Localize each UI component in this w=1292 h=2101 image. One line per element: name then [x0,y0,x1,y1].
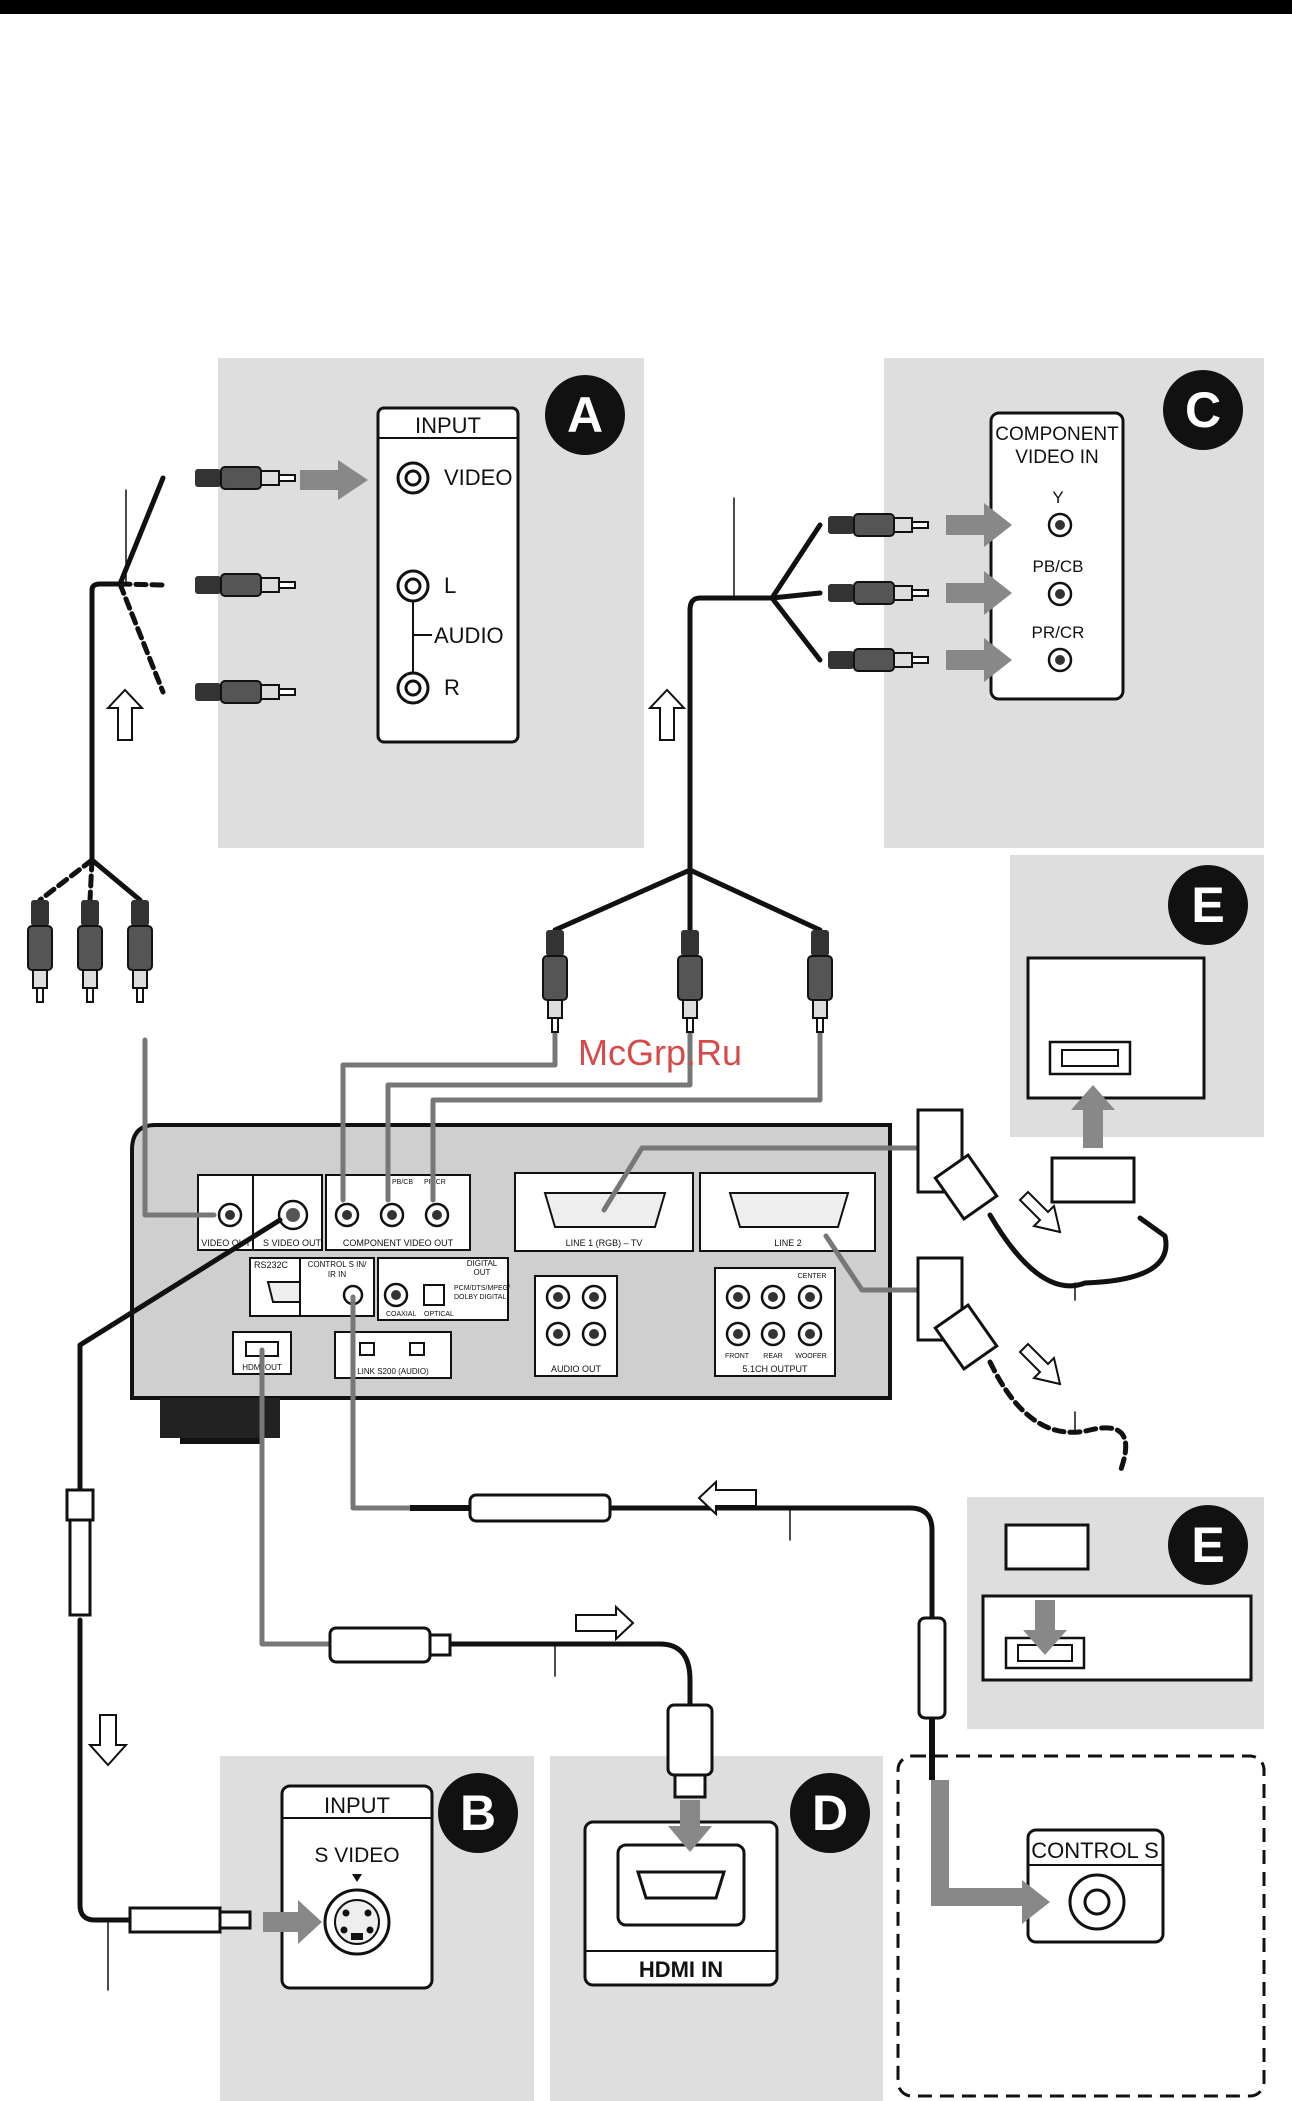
front-label: FRONT [725,1353,750,1360]
badge-b-text: B [460,1785,496,1841]
panel-d: D HDMI IN [550,1756,883,2101]
pcm-label-2: DOLBY DIGITAL [454,1294,506,1301]
center-label: CENTER [798,1273,827,1280]
pr-label: PR/CR [1032,623,1085,642]
panel-control-s: CONTROL S [896,1754,1266,2098]
line2-label: LINE 2 [774,1238,802,1248]
player-rear-panel: VIDEO OUT S VIDEO OUT PB/CB PR/CR COMPON… [130,1123,892,1444]
line2-scart [728,1192,850,1228]
badge-c [1163,370,1243,450]
hdmi-plug-vertical [666,1703,714,1777]
watermark: McGrp.Ru [578,1032,742,1073]
hdmi-in-label: HDMI IN [639,1957,723,1982]
plugs [27,466,1136,1934]
minijack-plug-vertical [917,1616,947,1720]
audio-r-jack [396,671,430,705]
badge-e-bottom-text: E [1191,1517,1224,1573]
pb-label: PB/CB [1032,557,1083,576]
pb-small-label: PB/CB [392,1179,413,1186]
audio-l-jack [396,569,430,603]
video-jack [396,461,430,495]
badge-c-text: C [1185,382,1221,438]
svideo-label: S VIDEO [314,1844,399,1867]
panel-e-top: E [1010,855,1264,1137]
audio-out-label: AUDIO OUT [551,1364,602,1374]
coaxial-label: COAXIAL [386,1311,416,1318]
scart-plug-3 [1050,1156,1136,1204]
badge-d-text: D [812,1785,848,1841]
link-label: LINK S200 (AUDIO) [357,1367,429,1376]
s-video-out-label: S VIDEO OUT [263,1238,322,1248]
panel-a: A INPUT VIDEO L AUDIO R [218,358,644,848]
input-title-b: INPUT [324,1793,390,1818]
badge-a-text: A [567,387,603,443]
component-video-in-title-1: COMPONENT [995,424,1119,445]
component-video-out-label: COMPONENT VIDEO OUT [343,1238,454,1248]
optical-label: OPTICAL [424,1311,454,1318]
y-label: Y [1052,488,1063,507]
panel-c: C COMPONENT VIDEO IN Y PB/CB PR/CR [884,358,1264,848]
digital-out-label-1: DIGITAL [467,1259,498,1268]
control-s-label: CONTROL S [1031,1838,1159,1863]
line1-label: LINE 1 (RGB) – TV [566,1238,643,1248]
pr-jack [1047,647,1073,673]
scart-plug-4 [1004,1523,1090,1571]
badge-e-top-text: E [1191,877,1224,933]
pb-jack [1047,581,1073,607]
svideo-plug-vertical [68,1518,92,1617]
control-s-in-label: CONTROL S IN/ [308,1260,368,1269]
panel-b: B INPUT S VIDEO [220,1756,534,2101]
tv-box-top [1026,956,1206,1100]
rear-label: REAR [763,1353,782,1360]
video-out-label: VIDEO OUT [201,1238,251,1248]
y-jack [1047,512,1073,538]
svideo-plug-horizontal [128,1906,222,1934]
pcm-label-1: PCM/DTS/MPEG/ [454,1285,510,1292]
minijack-plug-horizontal [468,1493,612,1523]
video-label: VIDEO [444,465,512,490]
rs232c-label: RS232C [254,1260,289,1270]
audio-label: AUDIO [434,623,504,648]
audio-r-label: R [444,675,460,700]
badge-b [438,1773,518,1853]
digital-out-label-2: OUT [474,1268,491,1277]
badge-a [545,375,625,455]
cables [37,475,1169,1991]
woofer-label: WOOFER [795,1353,827,1360]
arrows [263,460,1115,1944]
direction-arrows [87,688,1062,1767]
component-video-in-title-2: VIDEO IN [1015,447,1098,468]
audio-l-label: L [444,573,456,598]
hdmi-plug-horizontal [328,1626,432,1664]
input-title-a: INPUT [415,413,481,438]
ch-output-label: 5.1CH OUTPUT [742,1364,808,1374]
badge-e-bottom [1168,1505,1248,1585]
ir-in-label: IR IN [328,1270,346,1279]
badge-e-top [1168,865,1248,945]
top-bar [0,0,1292,14]
badge-d [790,1773,870,1853]
